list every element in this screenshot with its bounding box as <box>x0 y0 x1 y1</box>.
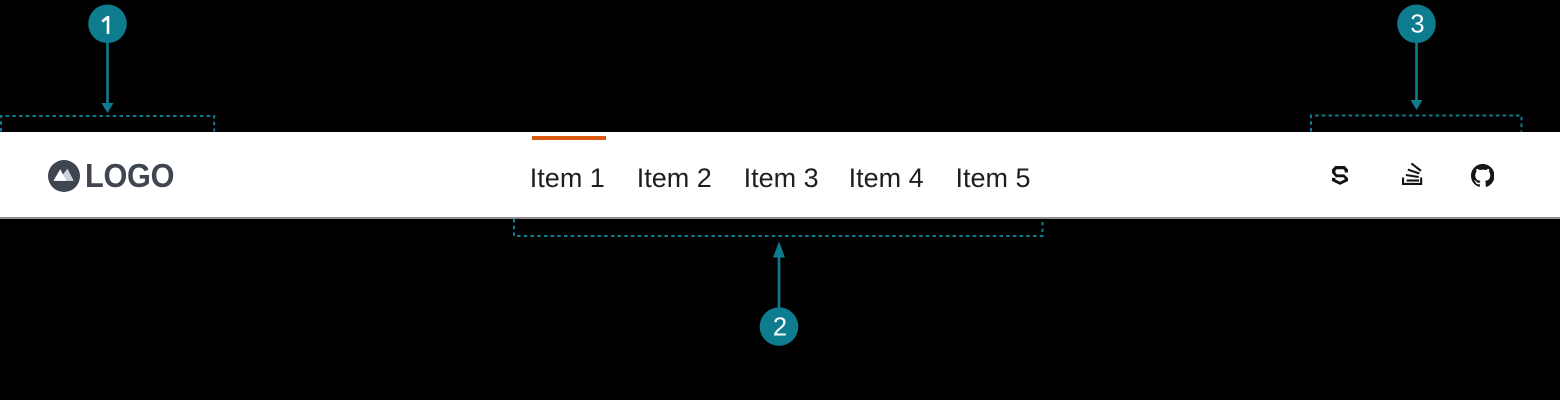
svg-text:3: 3 <box>1410 11 1424 39</box>
svg-text:2: 2 <box>773 313 787 341</box>
